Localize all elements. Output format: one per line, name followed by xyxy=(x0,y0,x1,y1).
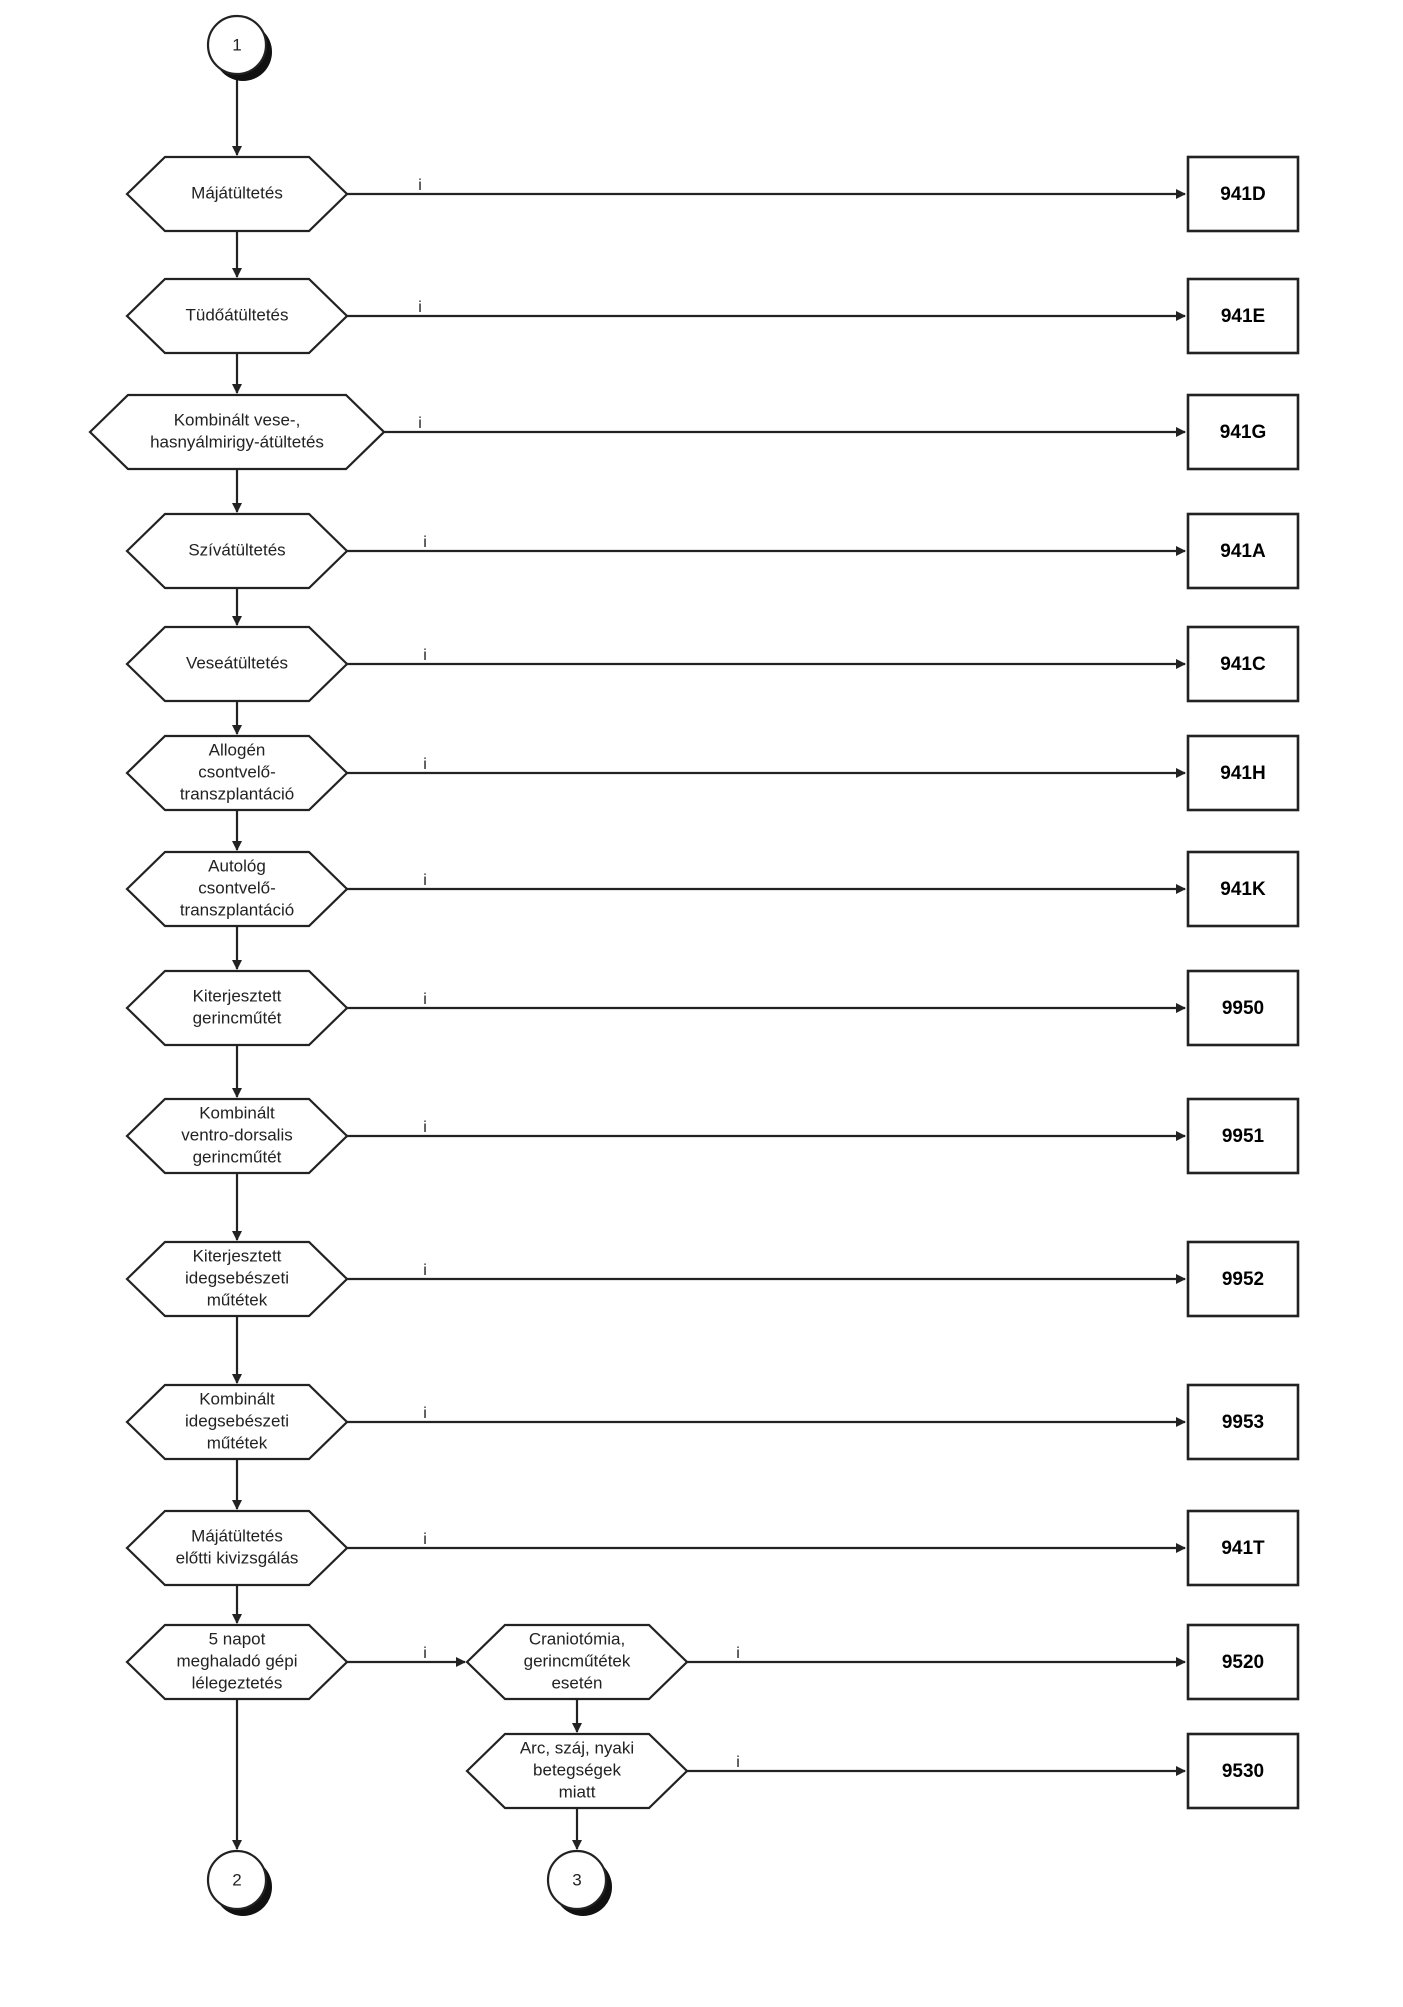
decision-9953 xyxy=(125,1383,349,1461)
decision-9950-line: gerincműtét xyxy=(193,1008,282,1027)
edge-label-9951: i xyxy=(423,1119,427,1136)
decision-9952 xyxy=(125,1240,349,1318)
code-box-9952 xyxy=(1186,1240,1300,1318)
code-label-941g: 941G xyxy=(1220,422,1266,443)
decision-ventilation xyxy=(125,1623,349,1701)
decision-941d-line: Májátültetés xyxy=(191,183,283,202)
code-box-941t xyxy=(1186,1509,1300,1587)
code-label-941d: 941D xyxy=(1220,184,1265,205)
sub-decision-9520-line: esetén xyxy=(551,1673,602,1692)
edge-label-9520: i xyxy=(736,1645,740,1662)
decision-941g xyxy=(88,393,386,471)
code-box-941k xyxy=(1186,850,1300,928)
code-box-941c xyxy=(1186,625,1300,703)
edge-label-ventilation: i xyxy=(423,1645,427,1662)
sub-decision-9530-line: Arc, száj, nyaki xyxy=(520,1738,634,1757)
code-box-941e xyxy=(1186,277,1300,355)
code-box-9950 xyxy=(1186,969,1300,1047)
decision-941c-line: Veseátültetés xyxy=(186,653,288,672)
edge-label-941e: i xyxy=(418,299,422,316)
decision-9951 xyxy=(125,1097,349,1175)
decision-ventilation-line: lélegeztetés xyxy=(192,1673,283,1692)
connector-end-2 xyxy=(206,1849,268,1911)
code-label-941k: 941K xyxy=(1220,879,1266,900)
connector-label-end-3: 3 xyxy=(572,1870,581,1889)
decision-941h-line: Allogén xyxy=(209,740,266,759)
code-box-941d xyxy=(1186,155,1300,233)
code-box-941g xyxy=(1186,393,1300,471)
code-label-9952: 9952 xyxy=(1222,1269,1264,1290)
decision-941h-line: csontvelő- xyxy=(198,762,275,781)
decision-941d xyxy=(125,155,349,233)
code-label-9520: 9520 xyxy=(1222,1652,1264,1673)
decision-941k-line: transzplantáció xyxy=(180,900,294,919)
code-label-941h: 941H xyxy=(1220,763,1265,784)
decision-941k-line: Autológ xyxy=(208,856,266,875)
sub-decision-9520 xyxy=(465,1623,689,1701)
decision-9950-line: Kiterjesztett xyxy=(193,986,282,1005)
decision-9951-line: gerincműtét xyxy=(193,1147,282,1166)
code-label-9953: 9953 xyxy=(1222,1412,1264,1433)
decision-9953-line: idegsebészeti xyxy=(185,1411,289,1430)
edge-label-9952: i xyxy=(423,1262,427,1279)
connector-label-start: 1 xyxy=(232,35,241,54)
decision-9953-line: műtétek xyxy=(207,1433,268,1452)
edge-label-9530: i xyxy=(736,1754,740,1771)
decision-941h-line: transzplantáció xyxy=(180,784,294,803)
decision-9953-line: Kombinált xyxy=(199,1389,275,1408)
decision-9951-line: Kombinált xyxy=(199,1103,275,1122)
edge-label-941a: i xyxy=(423,534,427,551)
decision-9952-line: műtétek xyxy=(207,1290,268,1309)
decision-941e-line: Tüdőátültetés xyxy=(185,305,288,324)
decision-9951-line: ventro-dorsalis xyxy=(181,1125,293,1144)
code-label-941a: 941A xyxy=(1220,541,1266,562)
edge-label-941d: i xyxy=(418,177,422,194)
code-label-9950: 9950 xyxy=(1222,998,1264,1019)
decision-941h xyxy=(125,734,349,812)
code-label-941e: 941E xyxy=(1221,306,1265,327)
connector-start xyxy=(206,14,268,76)
sub-decision-9520-line: Craniotómia, xyxy=(529,1629,625,1648)
edge-label-9950: i xyxy=(423,991,427,1008)
code-label-9530: 9530 xyxy=(1222,1761,1264,1782)
decision-941t-line: Májátültetés xyxy=(191,1526,283,1545)
code-box-9530 xyxy=(1186,1732,1300,1810)
edge-label-941k: i xyxy=(423,872,427,889)
decision-941a-line: Szívátültetés xyxy=(188,540,285,559)
decision-941t-line: előtti kivizsgálás xyxy=(176,1548,299,1567)
decision-9950 xyxy=(125,969,349,1047)
decision-ventilation-line: 5 napot xyxy=(209,1629,266,1648)
decision-941e xyxy=(125,277,349,355)
decision-941t xyxy=(125,1509,349,1587)
decision-941c xyxy=(125,625,349,703)
decision-ventilation-line: meghaladó gépi xyxy=(177,1651,298,1670)
connector-end-3 xyxy=(546,1849,608,1911)
decision-9952-line: idegsebészeti xyxy=(185,1268,289,1287)
decision-941a xyxy=(125,512,349,590)
sub-decision-9530-line: betegségek xyxy=(533,1760,621,1779)
code-box-941a xyxy=(1186,512,1300,590)
code-box-941h xyxy=(1186,734,1300,812)
code-box-9953 xyxy=(1186,1383,1300,1461)
connector-label-end-2: 2 xyxy=(232,1870,241,1889)
code-label-9951: 9951 xyxy=(1222,1126,1265,1147)
decision-941g-line: Kombinált vese-, xyxy=(174,410,301,429)
code-label-941t: 941T xyxy=(1221,1538,1265,1559)
sub-decision-9530-line: miatt xyxy=(559,1782,596,1801)
edge-label-941t: i xyxy=(423,1531,427,1548)
edge-label-941c: i xyxy=(423,647,427,664)
sub-decision-9530 xyxy=(465,1732,689,1810)
edge-label-941h: i xyxy=(423,756,427,773)
decision-9952-line: Kiterjesztett xyxy=(193,1246,282,1265)
decision-941k xyxy=(125,850,349,928)
code-box-9951 xyxy=(1186,1097,1300,1175)
edge-label-9953: i xyxy=(423,1405,427,1422)
edge-label-941g: i xyxy=(418,415,422,432)
decision-941k-line: csontvelő- xyxy=(198,878,275,897)
code-box-9520 xyxy=(1186,1623,1300,1701)
sub-decision-9520-line: gerincműtétek xyxy=(524,1651,631,1670)
decision-941g-line: hasnyálmirigy-átültetés xyxy=(150,432,324,451)
code-label-941c: 941C xyxy=(1220,654,1266,675)
